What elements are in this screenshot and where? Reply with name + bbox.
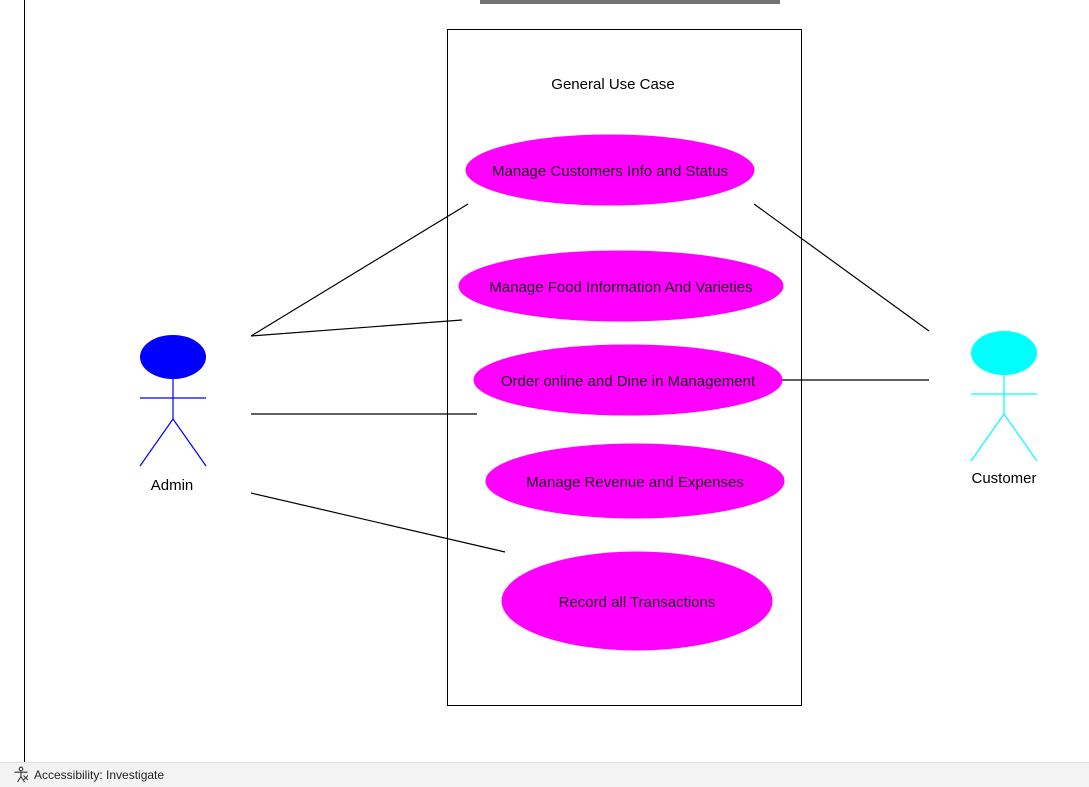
use-case-label: Order online and Dine in Management (501, 373, 756, 390)
use-case-manage-customers[interactable]: Manage Customers Info and Status (465, 134, 755, 206)
use-case-manage-revenue[interactable]: Manage Revenue and Expenses (485, 443, 785, 519)
use-case-ellipse[interactable] (458, 250, 784, 322)
use-case-label: Manage Customers Info and Status (492, 163, 728, 180)
clipped-heading-fragment (480, 0, 780, 4)
use-case-order-online[interactable]: Order online and Dine in Management (473, 344, 783, 416)
actor-figure (139, 379, 207, 467)
association-customer-customers[interactable] (753, 203, 930, 332)
use-case-ellipse[interactable] (501, 551, 773, 651)
use-case-ellipse[interactable] (485, 443, 785, 519)
actor-head (971, 331, 1037, 375)
use-case-ellipse[interactable] (473, 344, 783, 416)
association-admin-food[interactable] (250, 319, 463, 337)
actor-label: Customer (971, 470, 1036, 487)
use-case-manage-food[interactable]: Manage Food Information And Varieties (458, 250, 784, 322)
association-admin-transactions[interactable] (250, 492, 506, 553)
actor-admin[interactable]: Admin (139, 335, 207, 494)
use-case-record-transactions[interactable]: Record all Transactions (501, 551, 773, 651)
actor-customer[interactable]: Customer (970, 331, 1038, 487)
use-case-label: Manage Food Information And Varieties (489, 279, 752, 296)
document-canvas: General Use Case Manage Customers Info a… (24, 0, 1038, 762)
use-case-ellipse[interactable] (465, 134, 755, 206)
actor-figure (970, 375, 1038, 462)
system-boundary-title: General Use Case (551, 76, 674, 93)
association-lines (250, 203, 930, 553)
use-case-diagram: General Use Case Manage Customers Info a… (139, 0, 1038, 706)
actor-head (140, 335, 206, 379)
accessibility-icon[interactable] (12, 766, 30, 784)
use-case-label: Manage Revenue and Expenses (526, 474, 744, 491)
system-boundary[interactable] (447, 29, 802, 706)
actor-label: Admin (151, 477, 194, 494)
accessibility-status-text[interactable]: Accessibility: Investigate (34, 768, 165, 782)
association-admin-customers[interactable] (250, 203, 469, 337)
status-bar: Accessibility: Investigate (0, 762, 1089, 787)
use-case-label: Record all Transactions (559, 594, 716, 611)
page-left-edge (24, 0, 25, 762)
